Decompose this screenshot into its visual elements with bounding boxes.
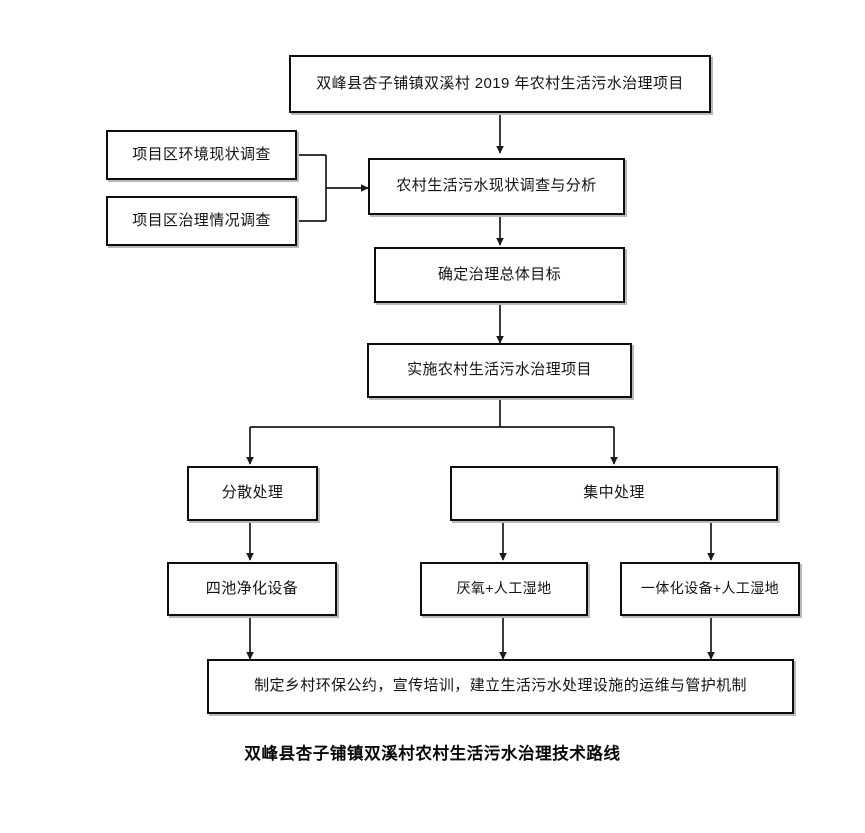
node-project-label: 双峰县杏子铺镇双溪村 2019 年农村生活污水治理项目 bbox=[316, 74, 684, 92]
node-analysis-label: 农村生活污水现状调查与分析 bbox=[396, 177, 597, 195]
node-decentralized[interactable]: 分散处理 bbox=[187, 466, 318, 521]
node-centralized-label: 集中处理 bbox=[583, 484, 645, 502]
node-management-label: 制定乡村环保公约，宣传培训，建立生活污水处理设施的运维与管护机制 bbox=[254, 677, 747, 695]
diagram-caption: 双峰县杏子铺镇双溪村农村生活污水治理技术路线 bbox=[0, 740, 865, 764]
node-treatment-survey[interactable]: 项目区治理情况调查 bbox=[106, 196, 297, 246]
node-goal[interactable]: 确定治理总体目标 bbox=[374, 247, 625, 303]
node-goal-label: 确定治理总体目标 bbox=[437, 265, 562, 283]
node-implement-label: 实施农村生活污水治理项目 bbox=[407, 361, 592, 379]
diagram-caption-text: 双峰县杏子铺镇双溪村农村生活污水治理技术路线 bbox=[244, 745, 621, 763]
node-centralized[interactable]: 集中处理 bbox=[450, 466, 778, 521]
node-four-pond-label: 四池净化设备 bbox=[205, 579, 299, 597]
node-integrated-wetland[interactable]: 一体化设备+人工湿地 bbox=[620, 562, 800, 616]
node-four-pond[interactable]: 四池净化设备 bbox=[167, 562, 337, 616]
node-decentralized-label: 分散处理 bbox=[221, 484, 284, 502]
node-analysis[interactable]: 农村生活污水现状调查与分析 bbox=[368, 158, 625, 215]
node-implement[interactable]: 实施农村生活污水治理项目 bbox=[367, 343, 632, 398]
node-management[interactable]: 制定乡村环保公约，宣传培训，建立生活污水处理设施的运维与管护机制 bbox=[207, 659, 794, 714]
node-treatment-survey-label: 项目区治理情况调查 bbox=[132, 211, 271, 229]
node-anaerobic-wetland[interactable]: 厌氧+人工湿地 bbox=[420, 562, 588, 616]
node-integrated-wetland-label: 一体化设备+人工湿地 bbox=[640, 580, 780, 597]
node-env-survey[interactable]: 项目区环境现状调查 bbox=[106, 130, 297, 180]
node-env-survey-label: 项目区环境现状调查 bbox=[132, 145, 271, 163]
node-anaerobic-wetland-label: 厌氧+人工湿地 bbox=[456, 580, 552, 597]
node-project[interactable]: 双峰县杏子铺镇双溪村 2019 年农村生活污水治理项目 bbox=[289, 55, 711, 113]
